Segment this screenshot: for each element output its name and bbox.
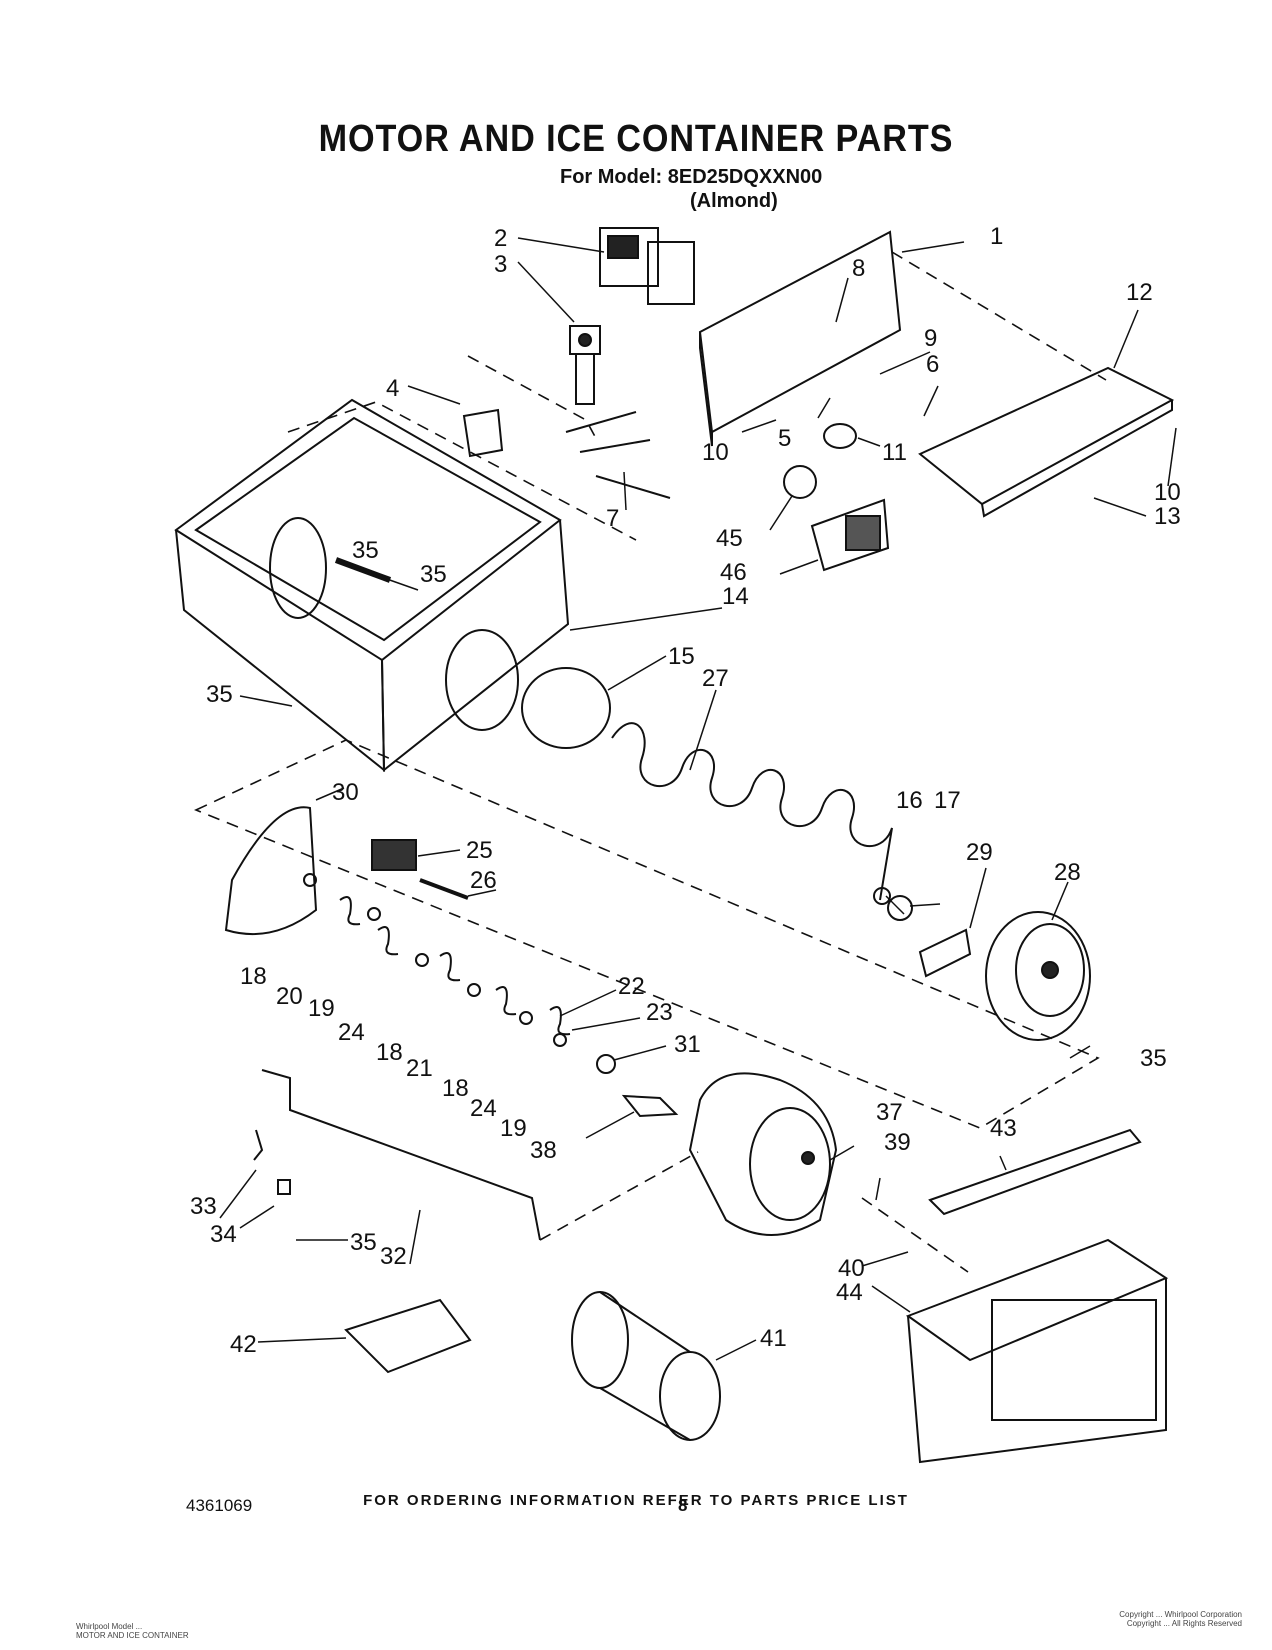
bulb-part: [783, 465, 817, 499]
part-label: 28: [1054, 859, 1081, 886]
part-label: 40: [838, 1255, 865, 1282]
page-title: MOTOR AND ICE CONTAINER PARTS: [318, 118, 954, 160]
part-label: 25: [466, 837, 493, 864]
part-label: 10: [702, 439, 729, 466]
part-label: 17: [934, 787, 961, 814]
nut-part: [596, 1054, 616, 1074]
relay-part: [599, 227, 695, 305]
plate-part: [344, 1298, 472, 1374]
part-label: 45: [716, 525, 743, 552]
part-label: 11: [882, 439, 907, 466]
part-label: 42: [230, 1331, 257, 1358]
front-cover-part: [905, 1238, 1169, 1464]
part-label: 33: [190, 1193, 217, 1220]
part-number-labels: 1 2 3 4 5 6 7 8 9 10 10 11 12 13 14 15 1…: [190, 223, 1181, 1358]
strip-bracket-part: [928, 1128, 1142, 1216]
blade-part: [918, 928, 972, 978]
part-label: 19: [308, 995, 335, 1022]
part-label: 44: [836, 1279, 863, 1306]
part-label: 18: [442, 1075, 469, 1102]
part-label: 7: [606, 505, 619, 532]
part-label: 41: [760, 1325, 787, 1352]
part-label: 6: [926, 351, 939, 378]
part-label: 24: [338, 1019, 365, 1046]
bracket-part: [462, 408, 504, 458]
page-number: 8: [678, 1496, 688, 1515]
part-label: 3: [494, 251, 507, 278]
washer-part: [887, 895, 913, 921]
fine-print-right: Copyright ... Whirlpool Corporation Copy…: [1119, 1610, 1242, 1628]
part-label: 23: [646, 999, 673, 1026]
fine-print-left: Whirlpool Model ... MOTOR AND ICE CONTAI…: [76, 1622, 189, 1640]
part-label: 43: [990, 1115, 1017, 1142]
auger-spring-part: [611, 722, 893, 901]
part-label: 31: [674, 1031, 701, 1058]
part-label: 35: [420, 561, 447, 588]
part-label: 39: [884, 1129, 911, 1156]
drive-motor-part: [688, 1072, 838, 1236]
socket-part: [823, 423, 857, 449]
part-label: 20: [276, 983, 303, 1010]
light-shield-part: [810, 498, 890, 572]
fine-print-line: Copyright ... Whirlpool Corporation: [1119, 1610, 1242, 1619]
part-label: 16: [896, 787, 923, 814]
fine-print-line: Whirlpool Model ...: [76, 1622, 143, 1631]
part-label: 8: [852, 255, 865, 282]
cover-panel-part: [918, 366, 1175, 518]
clip-part: [277, 1179, 291, 1195]
wire-harness-part: [565, 411, 671, 499]
motor-bracket-part: [621, 1094, 679, 1118]
part-label: 26: [470, 867, 497, 894]
part-label: 29: [966, 839, 993, 866]
part-label: 14: [722, 583, 749, 610]
part-label: 10: [1154, 479, 1181, 506]
part-label: 35: [206, 681, 233, 708]
part-label: 18: [376, 1039, 403, 1066]
drum-end-part: [224, 806, 318, 936]
part-label: 32: [380, 1243, 407, 1270]
part-label: 34: [210, 1221, 237, 1248]
part-label: 35: [352, 537, 379, 564]
part-label: 24: [470, 1095, 497, 1122]
part-label: 4: [386, 375, 399, 402]
fine-print-line: MOTOR AND ICE CONTAINER: [76, 1631, 189, 1640]
part-label: 37: [876, 1099, 903, 1126]
bearing-part: [521, 667, 611, 749]
clip-part: [253, 1129, 264, 1161]
ordering-note: FOR ORDERING INFORMATION REFER TO PARTS …: [363, 1492, 909, 1509]
part-label: 1: [990, 223, 1003, 250]
part-label: 18: [240, 963, 267, 990]
washer-part: [873, 887, 891, 905]
color-line: (Almond): [690, 190, 778, 212]
part-label: 46: [720, 559, 747, 586]
impeller-part: [985, 911, 1091, 1041]
part-label: 27: [702, 665, 729, 692]
crusher-block-part: [371, 839, 417, 871]
solenoid-part: [569, 325, 601, 405]
pin-part: [419, 878, 469, 900]
part-label: 5: [778, 425, 791, 452]
crusher-blade-stack: [303, 873, 571, 1047]
part-label: 30: [332, 779, 359, 806]
part-label: 15: [668, 643, 695, 670]
part-label: 35: [350, 1229, 377, 1256]
ice-container-housing-part: [174, 398, 570, 773]
mounting-plate-part: [698, 230, 902, 447]
part-label: 2: [494, 225, 507, 252]
part-label: 38: [530, 1137, 557, 1164]
model-line: For Model: 8ED25DQXXN00: [560, 166, 823, 188]
part-label: 22: [618, 973, 645, 1000]
part-label: 35: [1140, 1045, 1167, 1072]
part-label: 13: [1154, 503, 1181, 530]
rod-part: [261, 1069, 541, 1241]
part-label: 19: [500, 1115, 527, 1142]
part-label: 21: [406, 1055, 433, 1082]
document-number: 4361069: [186, 1496, 253, 1515]
fine-print-line: Copyright ... All Rights Reserved: [1126, 1619, 1242, 1628]
part-label: 9: [924, 325, 937, 352]
part-label: 12: [1126, 279, 1153, 306]
seal-part: [571, 1291, 721, 1441]
